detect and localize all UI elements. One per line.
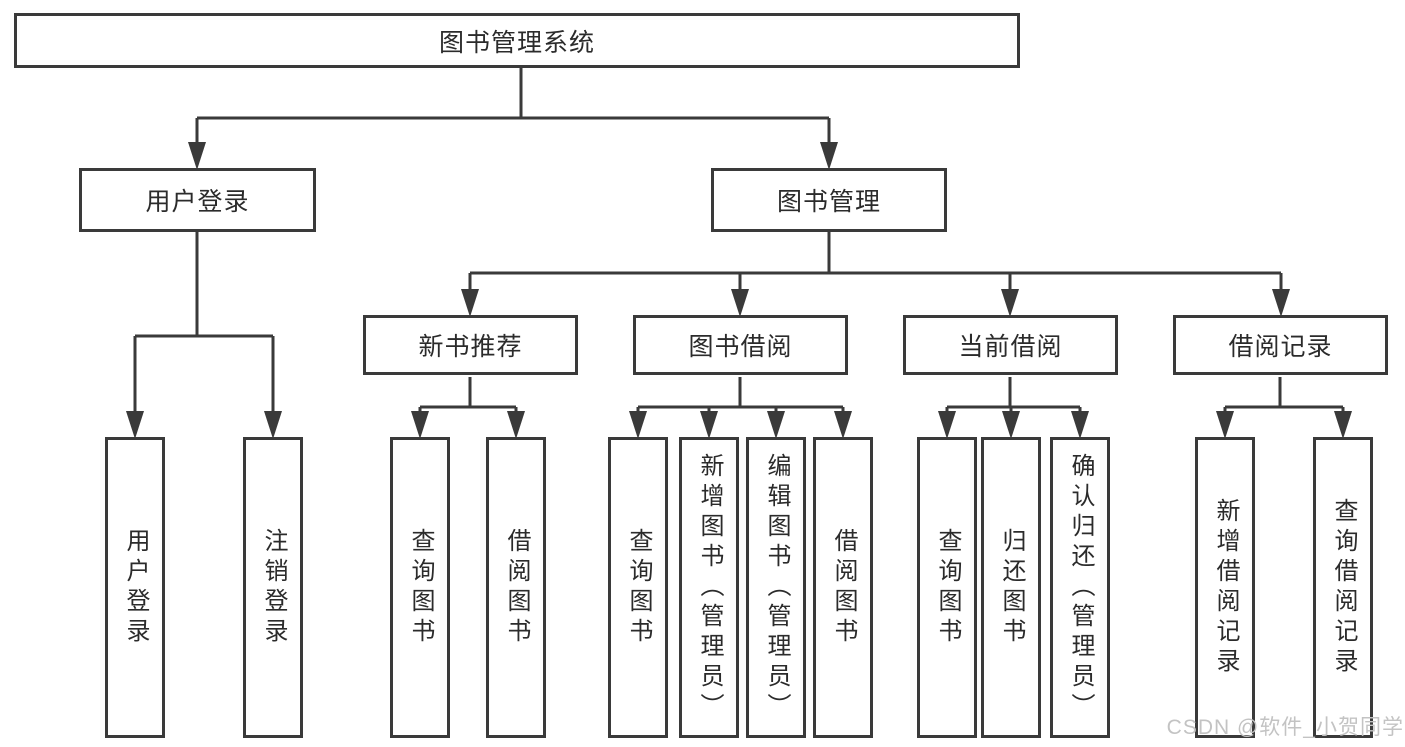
leaf-logout: 注销登录	[243, 437, 303, 738]
leaf-add-books-admin: 新增图书（管理员）	[679, 437, 739, 738]
node-borrowing-records: 借阅记录	[1173, 315, 1388, 375]
node-user-login: 用户登录	[79, 168, 316, 232]
csdn-watermark: CSDN @软件_小贺同学	[1166, 716, 1404, 739]
leaf-query-books-current: 查询图书	[917, 437, 977, 738]
leaf-edit-books-admin: 编辑图书（管理员）	[746, 437, 806, 738]
leaf-user-login: 用户登录	[105, 437, 165, 738]
leaf-add-borrow-record: 新增借阅记录	[1195, 437, 1255, 738]
node-current-borrowing: 当前借阅	[903, 315, 1118, 375]
leaf-query-borrow-record: 查询借阅记录	[1313, 437, 1373, 738]
node-book-management: 图书管理	[711, 168, 947, 232]
node-new-book-recommendation: 新书推荐	[363, 315, 578, 375]
leaf-confirm-return-admin: 确认归还（管理员）	[1050, 437, 1110, 738]
leaf-query-books-borrowing: 查询图书	[608, 437, 668, 738]
node-root-system: 图书管理系统	[14, 13, 1020, 68]
leaf-return-books: 归还图书	[981, 437, 1041, 738]
leaf-query-books-recommend: 查询图书	[390, 437, 450, 738]
leaf-borrow-books-recommend: 借阅图书	[486, 437, 546, 738]
node-book-borrowing: 图书借阅	[633, 315, 848, 375]
leaf-borrow-books: 借阅图书	[813, 437, 873, 738]
